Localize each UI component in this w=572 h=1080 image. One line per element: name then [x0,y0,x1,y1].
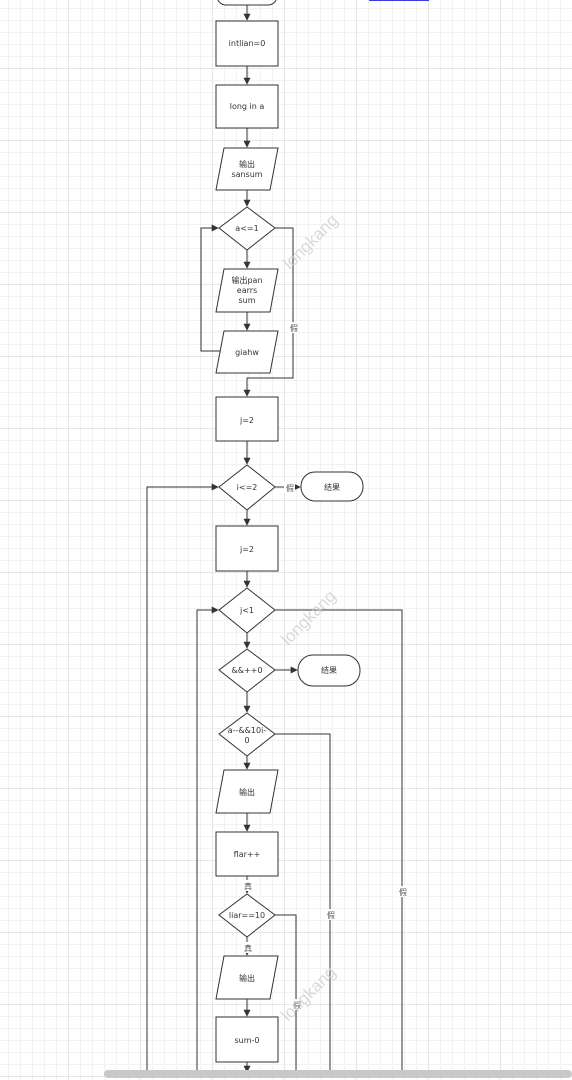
edge-label-false-2: 假 [286,484,294,493]
edge-label-false-1: 假 [290,324,298,333]
flar-label: flar++ [234,850,261,859]
end1-label: 结果 [324,482,340,492]
io-giahw[interactable] [215,330,279,374]
edge-label-true-1: 真 [244,881,252,891]
edge-label-false-4: 假 [399,888,407,897]
decision-cond5[interactable] [218,712,276,757]
decision-cond1[interactable] [218,206,276,251]
decision-cond6[interactable] [218,893,276,938]
end2-label: 结果 [321,665,337,675]
out3-label: 输出 [239,787,255,797]
process-sum0[interactable] [215,1016,279,1063]
out1-label-line2: sansum [231,170,262,179]
edge-cond3-false [275,609,403,1070]
io-out2[interactable] [215,268,279,313]
watermarks: longkang longkang longkang [277,211,341,1025]
edge-inner-loop-back [196,606,219,1070]
start-terminator[interactable] [217,0,277,6]
watermark-2: longkang [277,587,339,649]
edge-label-false-5: 假 [293,1001,301,1010]
edge-cond6-false [275,914,297,1070]
process-longina[interactable] [215,84,279,129]
watermark-1: longkang [279,211,341,273]
node-labels: intlian=0 long in a 输出 sansum a<=1 输出pan… [228,39,340,1045]
end-terminator-2[interactable] [297,654,361,687]
io-out4[interactable] [215,955,279,1000]
j2a-label: j=2 [239,416,254,425]
cond1-label: a<=1 [235,224,258,233]
shapes [215,0,364,1063]
cond5-label-line2: 0 [244,736,249,745]
horizontal-scrollbar[interactable] [104,1070,572,1078]
cond4-label: &&++0 [232,666,263,675]
io-out1[interactable] [215,147,279,191]
intlian-label: intlian=0 [229,39,266,48]
edge-labels: 假 假 真 假 真 假 假 [242,322,407,1010]
out1-label-line1: 输出 [239,159,255,169]
decision-cond3[interactable] [218,587,276,634]
cond3-label: j<1 [239,606,254,615]
edge-cond5-false [275,733,331,1070]
edge-label-false-3: 假 [327,911,335,920]
decision-cond4[interactable] [218,648,276,693]
cond5-label-line1: a--&&10i- [228,726,267,735]
top-link-underline[interactable] [369,0,429,1]
out2-label-line3: sum [238,296,255,305]
process-j2a[interactable] [215,396,279,442]
cond2-label: i<=2 [237,483,258,492]
cond6-label: liar==10 [229,911,265,920]
process-flar[interactable] [215,831,279,877]
edge-outer-loop-back [146,483,219,1070]
connectors [146,5,403,1073]
edge-cond1-false [243,227,294,397]
end-terminator-1[interactable] [300,471,364,502]
process-intlian[interactable] [215,20,279,67]
sum0-label: sum-0 [234,1036,259,1045]
out2-label-line2: earrs [237,286,257,295]
j2b-label: j=2 [239,545,254,554]
process-j2b[interactable] [215,525,279,572]
decision-cond2[interactable] [218,464,276,511]
io-out3[interactable] [215,769,279,814]
edge-label-true-2: 真 [244,943,252,953]
giahw-label: giahw [235,348,259,357]
out4-label: 输出 [239,973,255,983]
out2-label-line1: 输出pan [231,275,262,285]
edge-giahw-loop-back [200,224,223,352]
longina-label: long in a [230,102,265,111]
